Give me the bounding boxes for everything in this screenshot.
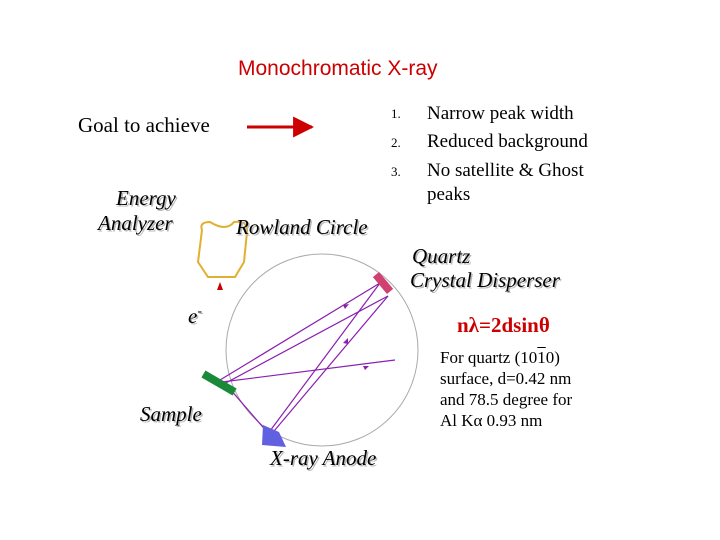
note-line-2: surface, d=0.42 nm <box>440 369 572 388</box>
energy-analyzer-shape <box>196 220 249 278</box>
sample-bar <box>201 370 237 396</box>
note-line-1-prefix: For quartz (10 <box>440 348 538 367</box>
electron-marker-icon <box>217 282 223 290</box>
ray-arrow-icon <box>363 366 369 370</box>
ray-crystal-to-sample-1 <box>219 282 381 381</box>
goal-number-3: 3. <box>391 164 401 179</box>
slide-title: Monochromatic X-ray <box>238 57 438 80</box>
goal-item-3: No satellite & Ghost <box>427 160 584 181</box>
note-line-4: Al Kα 0.93 nm <box>440 411 543 430</box>
electron-symbol: e <box>188 304 198 328</box>
goal-item-3-continued: peaks <box>427 184 471 205</box>
note-line-1-index: 0 <box>545 348 555 367</box>
note-line-1-overlined-index: 1 <box>537 348 546 367</box>
rowland-circle <box>225 253 419 447</box>
xray-paths <box>219 282 396 438</box>
ray-crystal-to-sample-2 <box>221 295 389 386</box>
ray-arrow-icon <box>343 304 349 309</box>
note-line-3: and 78.5 degree for <box>440 390 573 409</box>
ray-arrow-icon <box>343 338 348 344</box>
goal-number-1: 1. <box>391 106 401 121</box>
note-line-1-suffix: ) <box>554 348 560 367</box>
rowland-circle-label: Rowland Circle <box>236 215 368 239</box>
xray-anode-label: X-ray Anode <box>270 446 377 470</box>
electron-label: e- <box>188 300 202 328</box>
energy-analyzer-label-1: Energy <box>116 186 176 210</box>
xray-anode-shape <box>262 425 286 447</box>
goal-label: Goal to achieve <box>78 113 210 137</box>
electron-superscript: - <box>197 304 202 319</box>
quartz-note: For quartz (1010) surface, d=0.42 nm and… <box>440 347 572 431</box>
energy-analyzer-label-2: Analyzer <box>98 211 173 235</box>
goal-item-2: Reduced background <box>427 131 588 152</box>
ray-anode-to-crystal-1 <box>266 282 381 436</box>
goal-item-1: Narrow peak width <box>427 103 574 124</box>
ray-sample-to-rim <box>221 359 396 383</box>
quartz-label-1: Quartz <box>412 244 471 268</box>
quartz-label-2: Crystal Disperser <box>410 268 560 292</box>
note-line-1: For quartz (1010) <box>440 347 572 368</box>
sample-label: Sample <box>140 402 202 426</box>
bragg-equation: nλ=2dsinθ <box>457 313 550 337</box>
quartz-crystal <box>372 272 394 294</box>
goal-number-2: 2. <box>391 135 401 150</box>
ray-anode-to-crystal-2 <box>268 295 389 438</box>
